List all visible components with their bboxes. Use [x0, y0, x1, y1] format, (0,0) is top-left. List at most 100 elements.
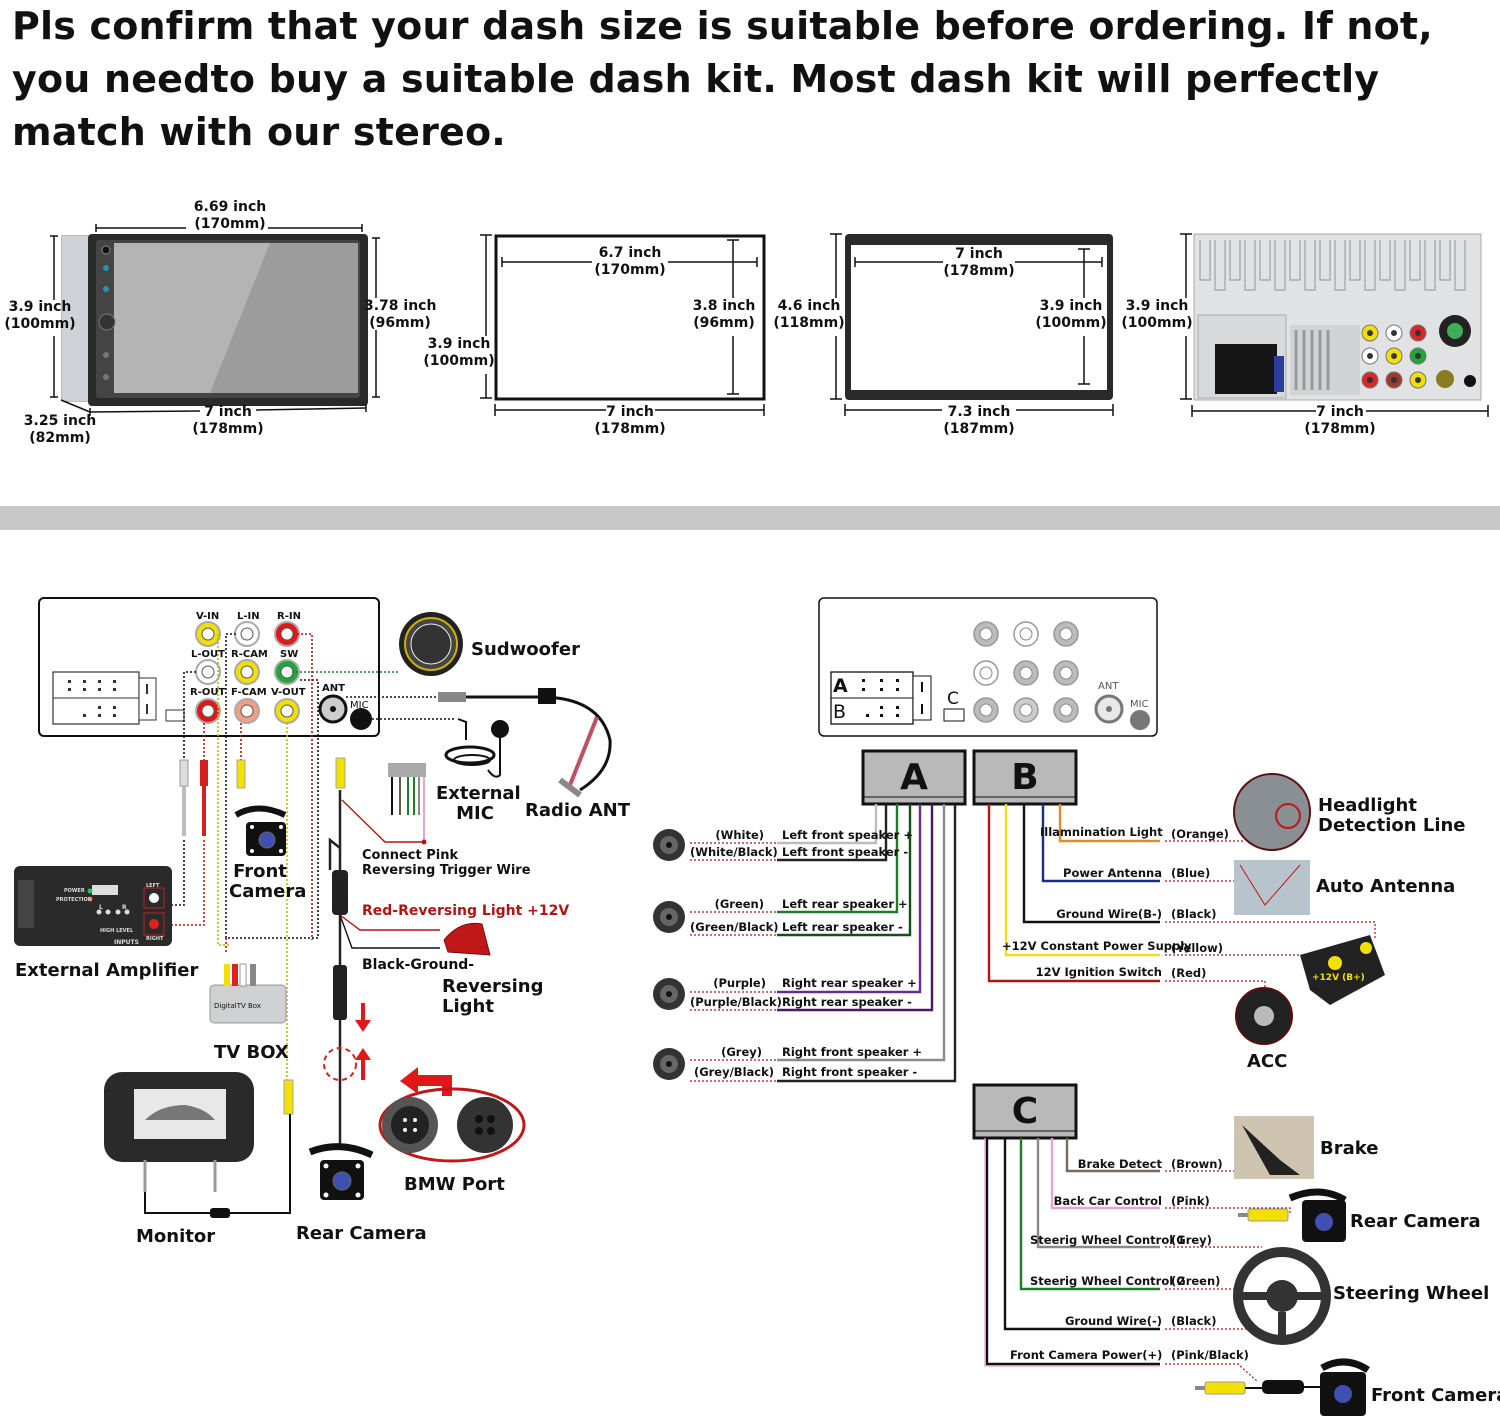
connector-label-c: C [947, 689, 959, 709]
port-label-ant: ANT [322, 683, 345, 694]
wire-a-color-0: (White) [715, 828, 764, 842]
port-label-r-in: R-IN [277, 611, 301, 622]
reversing-module [332, 870, 348, 915]
rca-jacks-left [195, 621, 372, 730]
external-mic-image [444, 718, 509, 778]
dim-value: 3.25 inch [23, 413, 97, 429]
harness-box-b [972, 749, 1078, 806]
wire-c-function-3: Steerig Wheel Control 2 [1030, 1274, 1186, 1288]
dim-value: 6.7 inch [598, 245, 662, 261]
label-auto-antenna: Auto Antenna [1316, 876, 1456, 897]
radio-antenna-image [438, 688, 612, 798]
amp-inputs-label: INPUTS [114, 939, 139, 946]
wire-a-color-6: (Grey) [721, 1045, 762, 1059]
dim-value: 3.9 inch [427, 336, 491, 352]
dim-stereo-top-width: 6.69 inch(170mm) [180, 199, 280, 233]
rear-camera-c-image [1238, 1188, 1347, 1242]
label-line: Detection Line [1318, 815, 1466, 836]
label-line: Light [442, 996, 494, 1017]
harness-c-wires [984, 1138, 1160, 1367]
mic-jack [1130, 710, 1150, 730]
port-label-v-in: V-IN [196, 611, 220, 622]
dim-value: 7 inch [955, 246, 1003, 262]
port-label-r-out: R-OUT [190, 687, 226, 698]
amp-channel-l: L [99, 904, 103, 911]
dim-value-mm: (96mm) [369, 315, 431, 331]
wire-b-function-3: +12V Constant Power Supply [1002, 939, 1192, 953]
harness-box-a [861, 749, 967, 806]
dim-value-mm: (100mm) [1121, 315, 1193, 331]
wire-a-color-2: (Green) [714, 897, 764, 911]
harness-a-wires [777, 804, 957, 1083]
screen-frame-outline [494, 234, 766, 401]
harness-b-label: B [1011, 757, 1039, 798]
camera-connector [333, 965, 347, 1020]
label-steering-wheel: Steering Wheel [1333, 1283, 1490, 1304]
dim-value-mm: (170mm) [594, 262, 666, 278]
auto-antenna-image [1234, 860, 1310, 915]
label-front-camera-c: Front Camera [1371, 1385, 1500, 1406]
wire-b-color-4: (Red) [1171, 966, 1207, 980]
battery-label: +12V (B+) [1312, 973, 1365, 983]
dash-kit-frame [845, 234, 1113, 400]
label-red-reversing: Red-Reversing Light +12V [362, 903, 570, 919]
dim-value-mm: (100mm) [4, 316, 76, 332]
dim-value-mm: (178mm) [943, 263, 1015, 279]
front-camera-c-image [1195, 1358, 1370, 1416]
wire-b-function-0: Illamnination Light [1040, 825, 1163, 839]
redirect-arrow-icon [400, 1067, 452, 1096]
stereo-front-dimension-lines [50, 224, 380, 416]
wire-a-function-2: Left rear speaker + [782, 897, 908, 911]
port-label-mic-right: MIC [1130, 699, 1149, 710]
dim-kit-outer-width: 7.3 inch(187mm) [939, 404, 1019, 438]
headline: Pls confirm that your dash size is suita… [12, 4, 1433, 154]
external-amplifier-image [14, 866, 172, 946]
amp-right-label: RIGHT [146, 936, 164, 942]
dim-value-mm: (170mm) [194, 216, 266, 232]
dimension-drawings [50, 224, 1489, 417]
port-label-v-out: V-OUT [271, 687, 306, 698]
dash-kit-dimension-lines [830, 233, 1114, 416]
port-label-r-cam: R-CAM [231, 649, 268, 660]
wire-a-function-0: Left front speaker + [782, 828, 913, 842]
dim-value: 7 inch [606, 404, 654, 420]
brake-image [1234, 1116, 1314, 1179]
dim-value: 7.3 inch [947, 404, 1011, 420]
amp-power-label: POWER [64, 888, 85, 894]
iso-connector-ab-icon [830, 671, 965, 725]
label-line: MIC [456, 803, 494, 824]
dim-frame-outer-height: 3.9 inch(100mm) [422, 336, 496, 370]
harness-box-c [972, 1083, 1078, 1140]
harness-a-label: A [900, 757, 928, 798]
dim-value: 7 inch [204, 404, 252, 420]
wire-a-function-7: Right front speaker - [782, 1065, 918, 1079]
tv-box-image [209, 963, 287, 1024]
port-label-f-cam: F-CAM [231, 687, 267, 698]
dim-frame-outer-width: 7 inch(178mm) [590, 404, 670, 438]
dim-kit-inner-height: 3.9 inch(100mm) [1033, 298, 1109, 332]
wire-a-color-5: (Purple/Black) [690, 995, 782, 1009]
dim-stereo-depth: 3.25 inch(82mm) [20, 413, 100, 447]
front-camera-image [234, 805, 287, 856]
wire-b-function-4: 12V Ignition Switch [1035, 965, 1162, 979]
wire-b-function-1: Power Antenna [1063, 866, 1162, 880]
wire-a-function-3: Left rear speaker - [782, 920, 903, 934]
dim-stereo-right-height: 3.78 inch(96mm) [364, 298, 436, 332]
dim-value-mm: (187mm) [943, 421, 1015, 437]
stereo-back-image [1193, 233, 1482, 401]
harness-c-label: C [1011, 1091, 1039, 1132]
harness-c-dotted-leads [1165, 1170, 1291, 1383]
wire-c-color-2: (Grey) [1171, 1233, 1212, 1247]
label-line: Front [233, 861, 287, 882]
dim-kit-inner-width: 7 inch(178mm) [939, 246, 1019, 280]
label-radio-ant: Radio ANT [525, 800, 630, 821]
dim-value-mm: (82mm) [29, 430, 91, 446]
wire-c-function-0: Brake Detect [1077, 1157, 1162, 1171]
label-external-amplifier: External Amplifier [15, 960, 199, 981]
wire-b-color-3: (Yellow) [1171, 941, 1223, 955]
